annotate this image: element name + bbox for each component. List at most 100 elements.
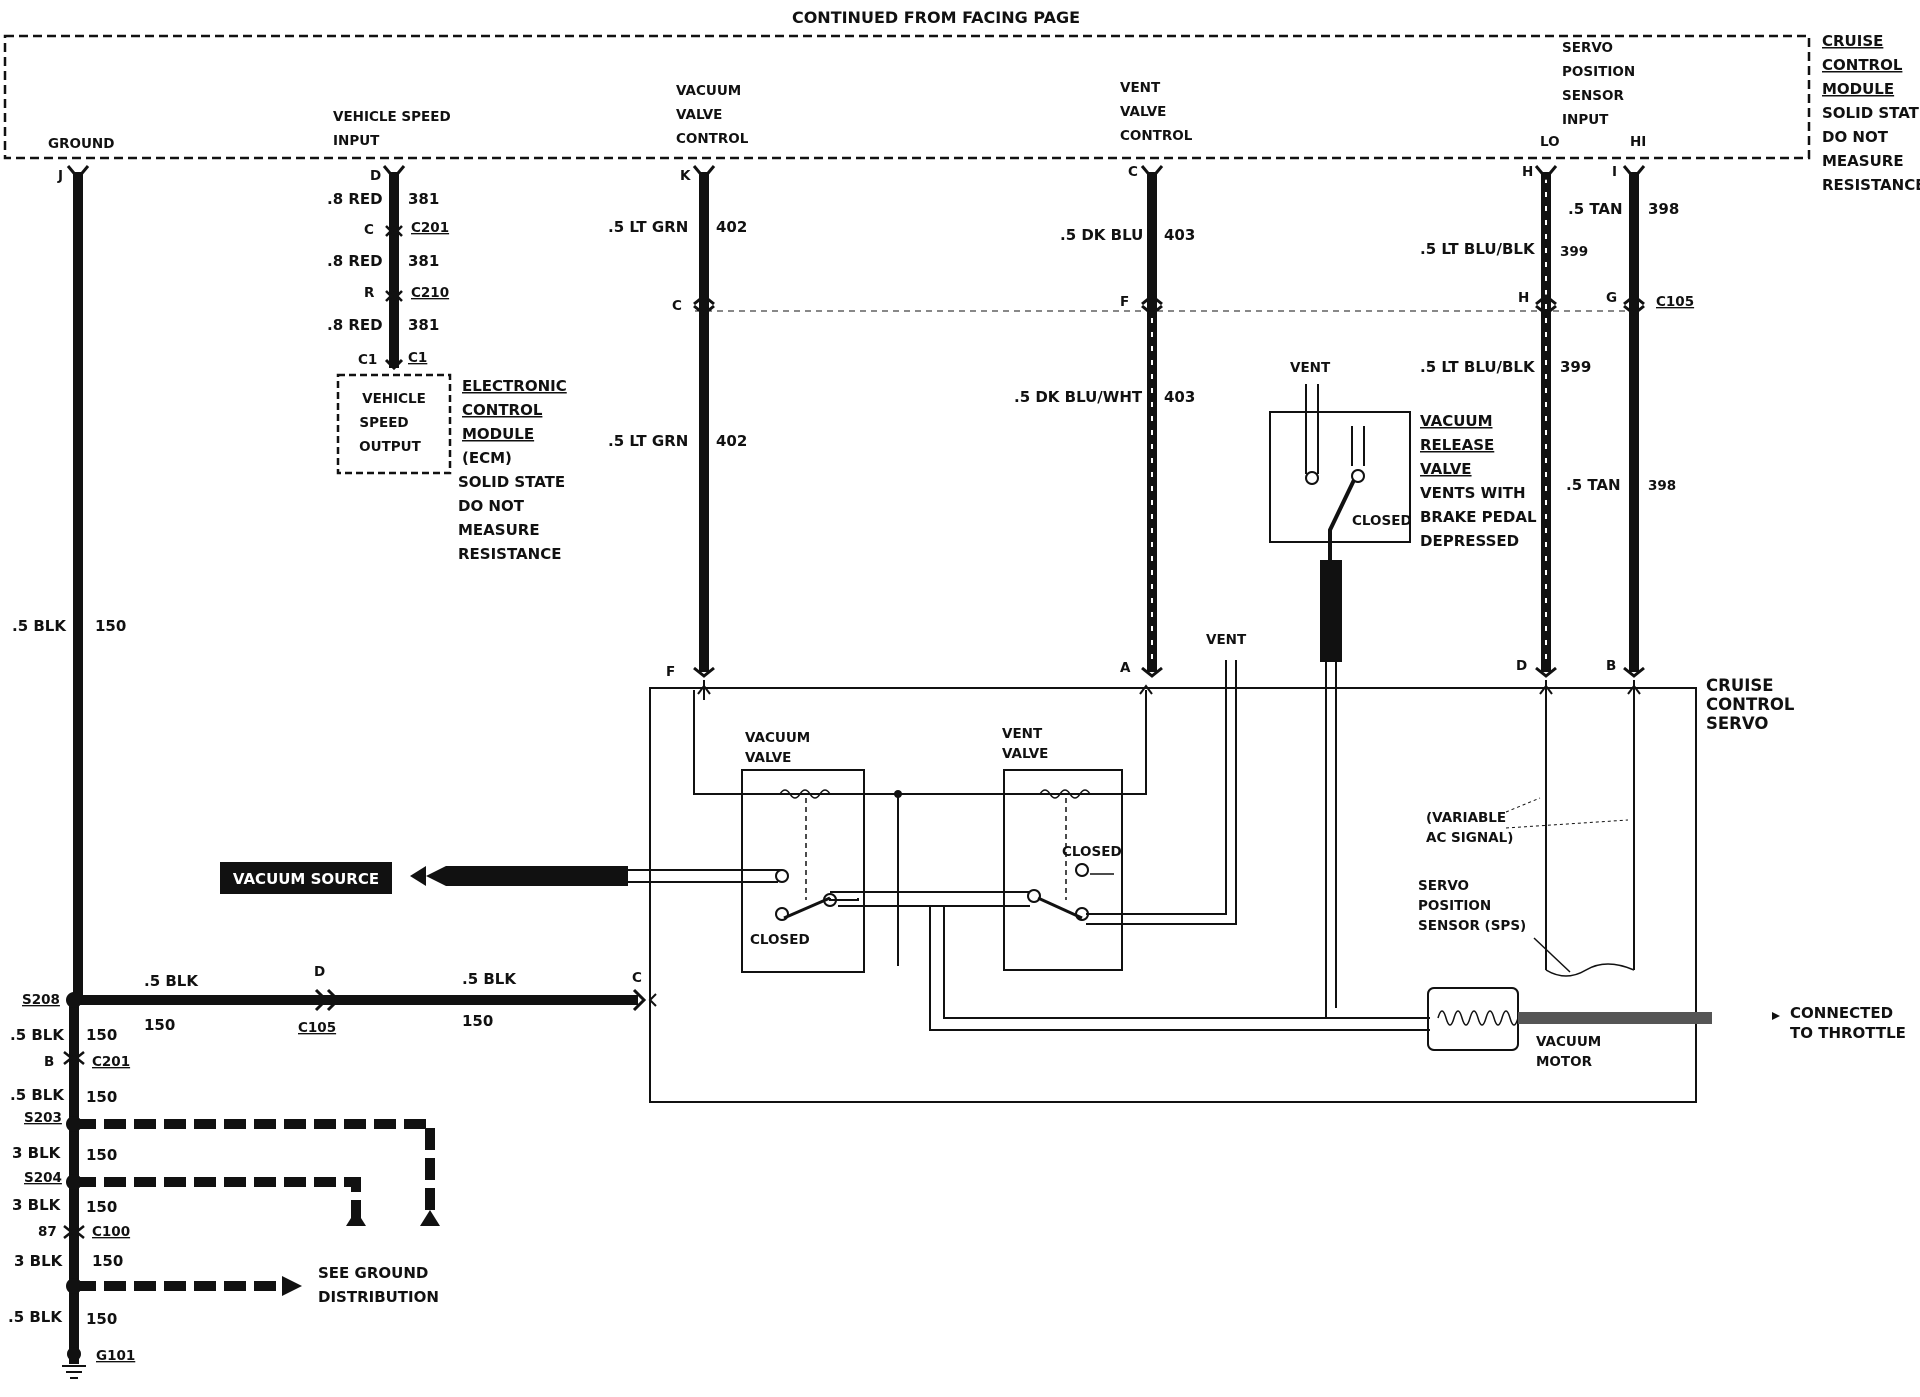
lo-wire: H .5 LT BLU/BLK 399 H .5 LT BLU/BLK 399 … xyxy=(1420,164,1591,678)
g-color: .5 BLK xyxy=(10,1026,65,1044)
ecm-name-line: ELECTRONIC xyxy=(462,377,567,395)
module-note-line: SOLID STATE xyxy=(1822,104,1920,122)
ecm-note-line: DO NOT xyxy=(458,497,525,515)
terminal-sps-label: SERVO xyxy=(1562,40,1613,56)
ground-g101: G101 xyxy=(96,1348,135,1364)
ground-wire: J .5 BLK 150 xyxy=(12,165,126,1000)
g-circuit: 150 xyxy=(86,1310,117,1328)
vac-circuit: 402 xyxy=(716,432,747,450)
vacuum-source-label: VACUUM SOURCE xyxy=(233,870,379,888)
hi-wire: I .5 TAN 398 G C105 .5 TAN 398 B xyxy=(1566,164,1694,678)
vent-control-wire: C .5 DK BLU 403 F .5 DK BLU/WHT 403 A xyxy=(1014,164,1195,678)
pin-a: A xyxy=(1120,660,1131,676)
vent-color2: .5 DK BLU/WHT xyxy=(1014,388,1143,406)
h-wire-color: .5 BLK xyxy=(144,972,199,990)
hi-color: .5 TAN xyxy=(1566,476,1621,494)
ecm: VEHICLE SPEED OUTPUT ELECTRONIC CONTROL … xyxy=(336,373,567,563)
vent-circuit: 403 xyxy=(1164,226,1195,244)
terminal-lo-label: LO xyxy=(1540,134,1560,150)
pin-b: B xyxy=(1606,658,1616,674)
g-color: .5 BLK xyxy=(8,1308,63,1326)
vss-circuit: 381 xyxy=(408,190,439,208)
vent-circuit: 403 xyxy=(1164,388,1195,406)
module-name-line: MODULE xyxy=(1822,80,1894,98)
connector-c201-b: C201 xyxy=(92,1054,130,1070)
pin-f-servo: F xyxy=(666,664,675,680)
g-color: 3 BLK xyxy=(12,1196,62,1214)
terminal-sps-label: POSITION xyxy=(1562,64,1635,80)
vrv-note-line: DEPRESSED xyxy=(1420,532,1519,550)
pin-f: F xyxy=(1120,294,1129,310)
splice-s204: S204 xyxy=(24,1170,62,1186)
vacuum-source-box xyxy=(220,862,392,894)
g-circuit: 150 xyxy=(86,1088,117,1106)
pin-c-servo: C xyxy=(632,970,642,986)
connector-c105: C105 xyxy=(1656,294,1694,310)
servo-name-line: CONTROL xyxy=(1706,695,1795,714)
servo-vent-label: VENT xyxy=(1206,632,1247,648)
terminal-sps-label: INPUT xyxy=(1562,112,1609,128)
module-name-line: CRUISE xyxy=(1822,32,1883,50)
vac-circuit: 402 xyxy=(716,218,747,236)
vss-color: .8 RED xyxy=(327,190,383,208)
splice-s208: S208 xyxy=(22,992,60,1008)
module-note-line: DO NOT xyxy=(1822,128,1889,146)
g-color: 3 BLK xyxy=(12,1144,62,1162)
vacuum-valve-label: VACUUM xyxy=(745,730,810,746)
vrv-name-line: VACUUM xyxy=(1420,412,1493,430)
pin-c: C xyxy=(364,222,374,238)
vent-valve-box xyxy=(1003,769,1123,971)
module-name-line: CONTROL xyxy=(1822,56,1903,74)
module-note-line: RESISTANCE xyxy=(1822,176,1920,194)
terminal-vent-label: CONTROL xyxy=(1120,128,1193,144)
servo-ground-wire: .5 BLK 150 D C105 .5 BLK 150 C xyxy=(78,964,657,1036)
vacuum-motor xyxy=(1427,987,1519,1051)
connected-to-throttle: CONNECTED TO THROTTLE xyxy=(1772,1004,1906,1042)
vacuum-release-valve: VENT CLOSED VACUUM RELEASE VALVE VENTS W… xyxy=(1269,360,1537,1018)
ground-distribution: S208 .5 BLK 150 B C201 .5 BLK 150 S203 3… xyxy=(8,992,440,1379)
terminal-sps-label: SENSOR xyxy=(1562,88,1624,104)
pin-g: G xyxy=(1606,290,1617,306)
connector-c1: C1 xyxy=(408,350,427,366)
ecm-note-line: MEASURE xyxy=(458,521,540,539)
pin-h-conn: H xyxy=(1518,290,1529,306)
cruise-control-module-box xyxy=(3,34,1811,160)
hi-circuit: 398 xyxy=(1648,478,1676,494)
vrv-closed: CLOSED xyxy=(1352,513,1412,529)
ecm-box-line: OUTPUT xyxy=(359,439,422,455)
connector-c210: C210 xyxy=(411,285,449,301)
servo-box xyxy=(649,687,1697,1103)
pin-d: D xyxy=(370,168,381,184)
sps-line: SERVO xyxy=(1418,878,1469,894)
vac-color: .5 LT GRN xyxy=(608,218,688,236)
lo-color: .5 LT BLU/BLK xyxy=(1420,240,1536,258)
pin-h: H xyxy=(1522,164,1533,180)
servo-name-line: SERVO xyxy=(1706,714,1768,733)
connector-c105-b: C105 xyxy=(298,1020,336,1036)
vent-valve-closed: CLOSED xyxy=(1062,844,1122,860)
vrv-name-line: VALVE xyxy=(1420,460,1472,478)
g-color: 3 BLK xyxy=(14,1252,64,1270)
vacuum-valve-closed: CLOSED xyxy=(750,932,810,948)
lo-color: .5 LT BLU/BLK xyxy=(1420,358,1536,376)
throttle-label: CONNECTED xyxy=(1790,1004,1893,1022)
pin-d-c105: D xyxy=(314,964,325,980)
g-circuit: 150 xyxy=(86,1026,117,1044)
hi-color: .5 TAN xyxy=(1568,200,1623,218)
g-color: .5 BLK xyxy=(10,1086,65,1104)
g-circuit: 150 xyxy=(92,1252,123,1270)
vss-wire: D .8 RED 381 C C201 .8 RED 381 R C210 .8… xyxy=(327,165,449,371)
h-wire-color: .5 BLK xyxy=(462,970,517,988)
vacuum-motor-label: MOTOR xyxy=(1536,1054,1593,1070)
ecm-name-line: MODULE xyxy=(462,425,534,443)
terminal-vss-label: INPUT xyxy=(333,133,380,149)
vrv-note-line: VENTS WITH xyxy=(1420,484,1526,502)
vent-valve-label: VALVE xyxy=(1002,746,1048,762)
vss-circuit: 381 xyxy=(408,316,439,334)
terminal-vacuum-label: CONTROL xyxy=(676,131,749,147)
pin-k: K xyxy=(680,168,691,184)
module-label: CRUISE CONTROL MODULE SOLID STATE DO NOT… xyxy=(1822,32,1920,194)
vrv-vent: VENT xyxy=(1290,360,1331,376)
pin-i: I xyxy=(1612,164,1617,180)
